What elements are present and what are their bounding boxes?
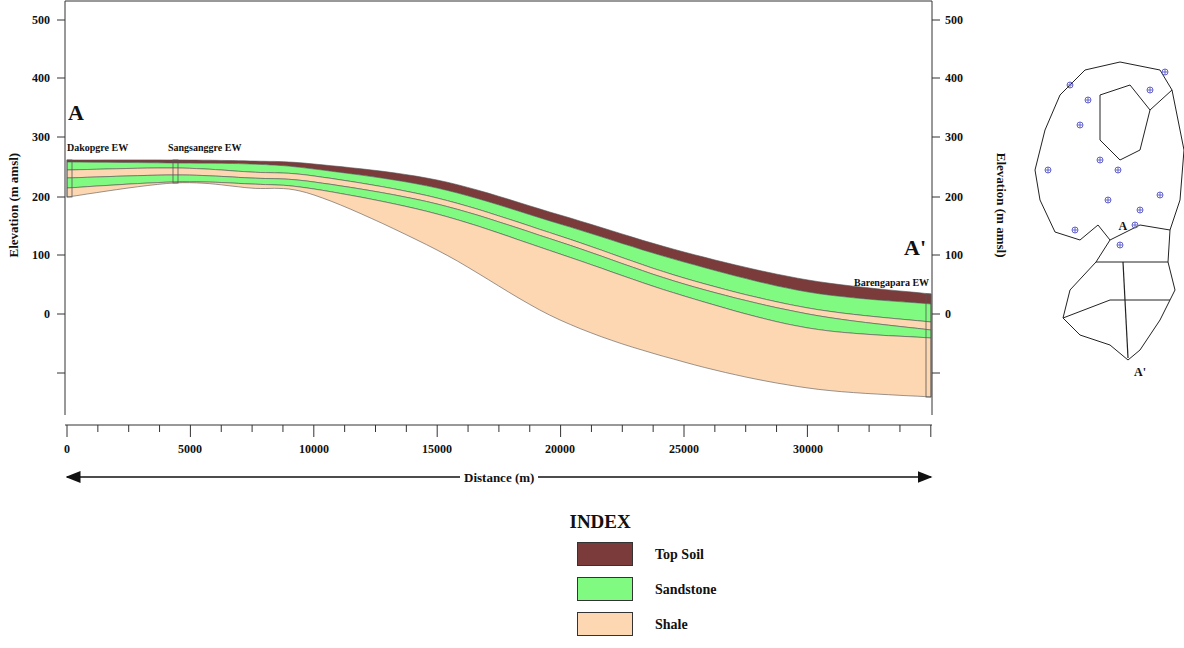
tick-label: 25000 [669, 443, 699, 456]
axis-title: Elevation (m amsl) [7, 153, 21, 258]
tick-label: 10000 [299, 443, 329, 456]
tick-label: 200 [945, 191, 963, 204]
tick-label: 400 [32, 72, 50, 85]
section-end: A' [904, 236, 926, 260]
tick-label: 30000 [793, 443, 823, 456]
tick-label: 400 [945, 72, 963, 85]
well-name: Dakopgre EW [67, 142, 128, 153]
map-label: A' [1134, 366, 1146, 379]
tick-label: 300 [945, 131, 963, 144]
legend-text: Top Soil [655, 547, 704, 562]
tick-label: 5000 [178, 443, 202, 456]
tick-label: 100 [945, 249, 963, 262]
tick-label: 0 [64, 443, 70, 456]
tick-label: 500 [945, 14, 963, 27]
axis-title: Elevation (m amsl) [993, 153, 1007, 258]
legend-text: Sandstone [655, 582, 716, 597]
axis-title: Distance (m) [460, 471, 538, 485]
tick-label: 15000 [422, 443, 452, 456]
tick-label: 300 [32, 131, 50, 144]
map-label: A [1119, 220, 1128, 233]
well-name: Sangsanggre EW [168, 142, 241, 153]
tick-label: 100 [32, 249, 50, 262]
legend-text: Shale [655, 617, 688, 632]
legend-swatch [577, 577, 633, 601]
legend-heading: INDEX [570, 512, 631, 533]
strata-layer [67, 182, 931, 397]
legend-swatch [577, 542, 633, 566]
tick-label: 0 [44, 308, 50, 321]
tick-label: 500 [32, 14, 50, 27]
tick-label: 20000 [545, 443, 575, 456]
well-name: Barengapara EW [854, 277, 929, 288]
section-end: A [68, 101, 84, 125]
legend-swatch [577, 612, 633, 636]
tick-label: 200 [32, 191, 50, 204]
tick-label: 0 [945, 308, 951, 321]
